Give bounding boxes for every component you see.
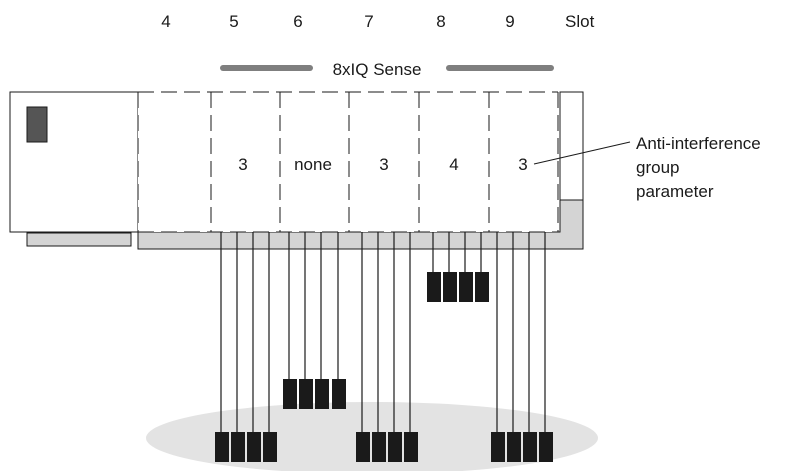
- group-value-slot-5: 3: [238, 155, 247, 174]
- callout-leader-line: [533, 141, 631, 165]
- cpu-base-strip: [26, 232, 132, 247]
- sensor-head-slot-7-3: [388, 432, 402, 462]
- group-value-slot-7: 3: [379, 155, 388, 174]
- group-value-slot-6: none: [294, 155, 332, 174]
- sensor-groups: [215, 232, 553, 462]
- slot-number-4: 4: [161, 12, 170, 31]
- sensor-head-slot-8-2: [443, 272, 457, 302]
- slot-number-5: 5: [229, 12, 238, 31]
- group-value-slot-9: 3: [518, 155, 527, 174]
- sensor-head-slot-5-3: [247, 432, 261, 462]
- sensor-head-slot-8-1: [427, 272, 441, 302]
- sensor-head-slot-5-2: [231, 432, 245, 462]
- callout-line-3: parameter: [636, 182, 714, 201]
- slot-number-9: 9: [505, 12, 514, 31]
- sensor-head-slot-5-4: [263, 432, 277, 462]
- sensor-head-slot-9-1: [491, 432, 505, 462]
- group-value-slot-8: 4: [449, 155, 458, 174]
- cpu-led-window: [26, 106, 48, 143]
- sensor-head-slot-7-2: [372, 432, 386, 462]
- sensor-head-slot-8-3: [459, 272, 473, 302]
- sensor-head-slot-9-3: [523, 432, 537, 462]
- callout-line-2: group: [636, 158, 679, 177]
- sensor-head-slot-7-4: [404, 432, 418, 462]
- sensor-head-slot-7-1: [356, 432, 370, 462]
- slot-number-8: 8: [436, 12, 445, 31]
- sensor-head-slot-6-4: [332, 379, 346, 409]
- sensor-head-slot-6-1: [283, 379, 297, 409]
- sensor-head-slot-9-2: [507, 432, 521, 462]
- callout-line-1: Anti-interference: [636, 134, 761, 153]
- sensor-head-slot-6-3: [315, 379, 329, 409]
- sensor-head-slot-8-4: [475, 272, 489, 302]
- slot-number-6: 6: [293, 12, 302, 31]
- module-body: [138, 92, 558, 232]
- slot-number-7: 7: [364, 12, 373, 31]
- slot-title: Slot: [565, 12, 595, 31]
- end-cover: [559, 91, 584, 201]
- sensor-head-slot-9-4: [539, 432, 553, 462]
- module-label: 8xIQ Sense: [333, 60, 422, 79]
- sensor-head-slot-5-1: [215, 432, 229, 462]
- sensor-head-slot-6-2: [299, 379, 313, 409]
